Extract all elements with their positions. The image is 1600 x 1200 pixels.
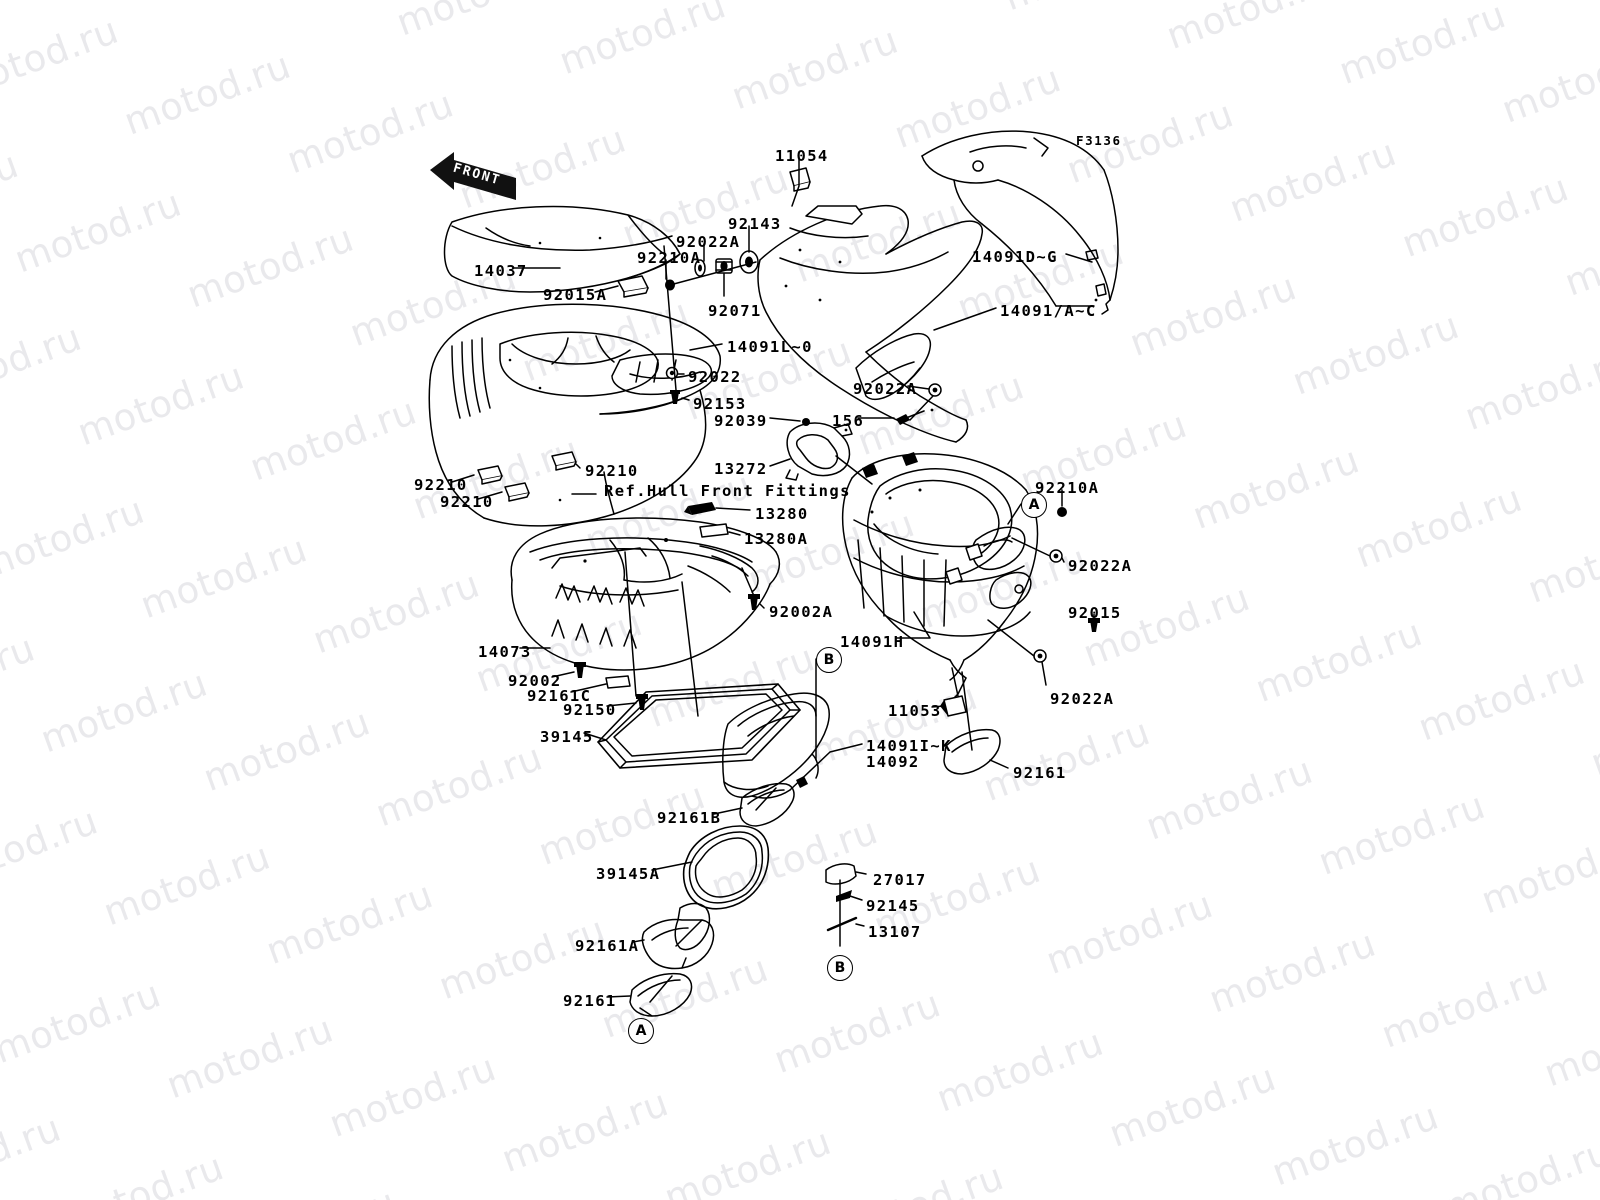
part-callout-156: 156 bbox=[832, 412, 865, 430]
part-callout-14091IK: 14091I~K bbox=[866, 737, 952, 755]
part-callout-13280: 13280 bbox=[755, 505, 809, 523]
part-callout-39145: 39145 bbox=[540, 728, 594, 746]
part-callout-13107: 13107 bbox=[868, 923, 922, 941]
part-92153-shape bbox=[670, 390, 680, 404]
part-callout-92002A: 92002A bbox=[769, 603, 834, 621]
part-13107-shape bbox=[826, 916, 858, 932]
part-callout-92161B: 92161B bbox=[657, 809, 722, 827]
part-callout-92022A: 92022A bbox=[1068, 557, 1133, 575]
part-callout-92022: 92022 bbox=[688, 368, 742, 386]
part-92022A-upper-shape bbox=[694, 259, 706, 277]
part-callout-92210: 92210 bbox=[414, 476, 468, 494]
part-callout-92022A: 92022A bbox=[676, 233, 741, 251]
section-marker-a: A bbox=[628, 1018, 654, 1044]
part-39145-shape bbox=[597, 683, 801, 769]
part-callout-92015A: 92015A bbox=[543, 286, 608, 304]
part-14091DG-shape bbox=[921, 130, 1119, 315]
part-callout-92022A: 92022A bbox=[853, 380, 918, 398]
part-callout-92161C: 92161C bbox=[527, 687, 592, 705]
part-callout-92153: 92153 bbox=[693, 395, 747, 413]
part-callout-92071: 92071 bbox=[708, 302, 762, 320]
part-92210-clips bbox=[477, 451, 577, 502]
part-callout-14092: 14092 bbox=[866, 753, 920, 771]
part-14091IK-shape bbox=[722, 692, 830, 799]
part-39145A-shape bbox=[682, 825, 770, 910]
part-callout-14037: 14037 bbox=[474, 262, 528, 280]
part-13280A-shape bbox=[699, 523, 729, 538]
part-14091AC-shape bbox=[757, 204, 984, 443]
part-callout-11054: 11054 bbox=[775, 147, 829, 165]
part-callout-92143: 92143 bbox=[728, 215, 782, 233]
part-callout-92210A: 92210A bbox=[1035, 479, 1100, 497]
part-callout-14091H: 14091H bbox=[840, 633, 905, 651]
part-callout-27017: 27017 bbox=[873, 871, 927, 889]
part-14037-shape bbox=[443, 205, 681, 293]
section-marker-a: A bbox=[1021, 492, 1047, 518]
part-27017-shape bbox=[825, 863, 857, 885]
reference-note: Ref.Hull Front Fittings bbox=[604, 482, 851, 500]
part-92022A-mid-shape bbox=[928, 383, 942, 397]
part-callout-92002: 92002 bbox=[508, 672, 562, 690]
part-callout-14073: 14073 bbox=[478, 643, 532, 661]
sheet-code: F3136 bbox=[1076, 133, 1122, 148]
part-92161B-shape bbox=[739, 782, 795, 827]
part-callout-92150: 92150 bbox=[563, 701, 617, 719]
part-callout-92015: 92015 bbox=[1068, 604, 1122, 622]
part-callout-92210A: 92210A bbox=[637, 249, 702, 267]
front-direction-marker: FRONT bbox=[430, 152, 516, 200]
section-marker-b: B bbox=[827, 955, 853, 981]
part-14091L-shape bbox=[428, 303, 722, 527]
part-92161A-shape bbox=[641, 902, 715, 970]
part-14073-shape bbox=[510, 517, 781, 671]
part-92161C-shape bbox=[605, 675, 631, 689]
part-callout-92145: 92145 bbox=[866, 897, 920, 915]
part-callout-92161: 92161 bbox=[563, 992, 617, 1010]
part-92002-shape bbox=[574, 662, 586, 678]
part-92143-shape bbox=[739, 250, 759, 274]
part-callout-14091AC: 14091/A~C bbox=[1000, 302, 1097, 320]
part-callout-13280A: 13280A bbox=[744, 530, 809, 548]
part-callout-92039: 92039 bbox=[714, 412, 768, 430]
part-92015A-shape bbox=[617, 275, 649, 298]
part-callout-92210: 92210 bbox=[585, 462, 639, 480]
part-11053-shape bbox=[940, 695, 967, 717]
part-callout-14091L0: 14091L~0 bbox=[727, 338, 813, 356]
part-callout-13272: 13272 bbox=[714, 460, 768, 478]
part-callout-92210: 92210 bbox=[440, 493, 494, 511]
section-marker-b: B bbox=[816, 647, 842, 673]
part-92161-right-shape bbox=[943, 728, 1001, 775]
part-13280-shape bbox=[684, 502, 716, 515]
part-92161-bottom-shape bbox=[629, 972, 693, 1017]
part-callout-92022A: 92022A bbox=[1050, 690, 1115, 708]
part-13272-shape bbox=[785, 422, 853, 481]
part-callout-39145A: 39145A bbox=[596, 865, 661, 883]
part-callout-92161: 92161 bbox=[1013, 764, 1067, 782]
part-callout-11053: 11053 bbox=[888, 702, 942, 720]
part-callout-92161A: 92161A bbox=[575, 937, 640, 955]
part-callout-14091DG: 14091D~G bbox=[972, 248, 1058, 266]
